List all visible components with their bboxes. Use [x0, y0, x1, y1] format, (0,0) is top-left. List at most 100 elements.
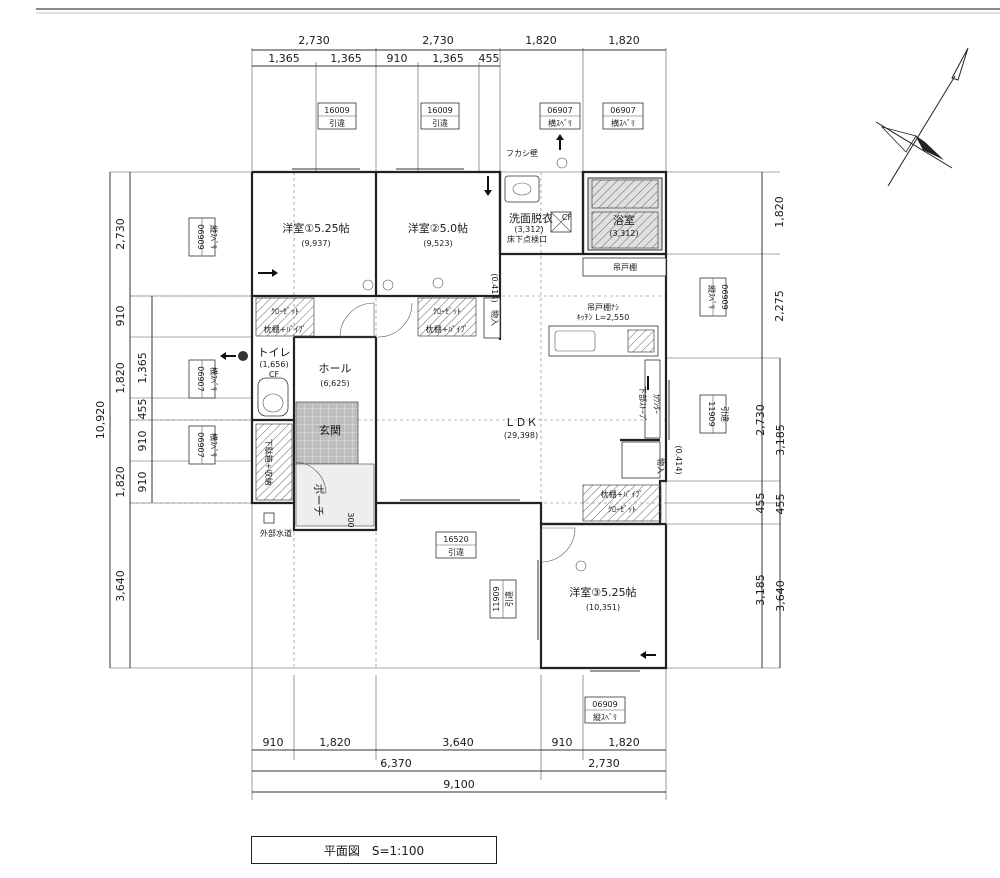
svg-text:06909: 06909	[196, 224, 205, 249]
svg-text:縦ｽﾍﾞﾘ: 縦ｽﾍﾞﾘ	[707, 285, 717, 309]
left-dim-inner2-3: 910	[136, 431, 149, 452]
bottom-dimension-lines	[252, 749, 666, 793]
window-tag-9: 11909 引違	[699, 394, 730, 434]
label-step-height: 300	[346, 512, 355, 527]
bottom-dim-4: 910	[552, 736, 573, 749]
left-dim-inner-2: 1,820	[114, 362, 127, 394]
label-closet3: ｸﾛｰｾﾞｯﾄ	[608, 505, 636, 514]
svg-text:11909: 11909	[492, 586, 501, 611]
room-bedroom1-name: 洋室①5.25帖	[282, 221, 349, 235]
label-kitchen-note: 吊戸棚ﾅｼ	[587, 302, 619, 312]
label-shoe-cabinet: 下駄箱+収納	[264, 439, 274, 486]
room-washroom-name: 洗面脱衣	[509, 211, 553, 225]
room-entrance-name: 玄関	[319, 423, 341, 437]
svg-text:06909: 06909	[592, 700, 617, 709]
smoke-detector-icons	[238, 157, 587, 572]
room-hall-area: (6,625)	[320, 379, 349, 388]
window-tag-3: 06907 横ｽﾍﾞﾘ	[539, 102, 581, 130]
top-dim-row2-4: 1,365	[432, 52, 464, 65]
room-bedroom2-area: (9,523)	[423, 239, 452, 248]
bath-washing-area	[591, 211, 659, 249]
svg-text:06907: 06907	[196, 432, 205, 457]
left-dim-inner2-2: 455	[136, 399, 149, 420]
label-hanging-cabinet: 吊戸棚	[613, 262, 637, 272]
top-dim-3: 1,820	[525, 34, 557, 47]
label-closet3-shelf: 枕棚+ﾊﾟｲﾌﾟ	[601, 489, 644, 499]
svg-text:06907: 06907	[547, 106, 572, 115]
outside-faucet	[263, 512, 275, 524]
right-dim-5: 3,185	[754, 574, 767, 606]
svg-text:06907: 06907	[610, 106, 635, 115]
svg-text:16009: 16009	[324, 106, 349, 115]
window-tag-8: 縦ｽﾍﾞﾘ 06909	[699, 277, 729, 317]
svg-text:11909: 11909	[707, 401, 716, 426]
right-dim-2: 2,275	[773, 290, 786, 322]
top-dim-1: 2,730	[298, 34, 330, 47]
room-washroom-area: (3,312)	[514, 225, 543, 234]
hanging-cabinet	[582, 257, 667, 277]
label-closet2-shelf: 枕棚+ﾊﾟｲﾌﾟ	[426, 324, 469, 334]
right-dim-1: 1,820	[773, 196, 786, 228]
right-dim-outer-1: 3,185	[774, 424, 787, 456]
label-counter: ｶｳﾝﾀｰ	[652, 394, 661, 414]
svg-text:引違: 引違	[720, 406, 730, 422]
room-bedroom3-name: 洋室③5.25帖	[569, 585, 636, 599]
toilet-fixture	[257, 377, 289, 417]
label-outside-water: 外部水道	[260, 528, 292, 538]
bottom-dim-2: 1,820	[319, 736, 351, 749]
room-bath-area: (3,312)	[609, 229, 638, 238]
label-storage2-area: (0.414)	[674, 445, 683, 474]
right-dimension-lines	[761, 172, 781, 668]
svg-text:横ｽﾍﾞﾘ: 横ｽﾍﾞﾘ	[548, 118, 572, 128]
left-dim-inner2-1: 1,365	[136, 352, 149, 384]
shoe-cabinet	[255, 423, 293, 501]
washbasin-bowl	[512, 182, 532, 196]
svg-text:16520: 16520	[443, 535, 468, 544]
top-dim-row2-5: 455	[479, 52, 500, 65]
label-storage1-area: (0.414)	[490, 273, 499, 302]
left-dim-inner-3: 1,820	[114, 466, 127, 498]
room-porch-name: ポーチ	[312, 484, 325, 517]
left-dim-total: 10,920	[94, 401, 107, 440]
window-tag-2: 16009 引違	[420, 102, 460, 130]
room-ldk-name: ＬＤＫ	[505, 416, 538, 429]
room-bedroom2-name: 洋室②5.0帖	[408, 221, 468, 235]
room-toilet-area: (1,656)	[259, 360, 288, 369]
grid-lines	[110, 48, 780, 800]
top-dim-row2-3: 910	[387, 52, 408, 65]
svg-text:引違: 引違	[448, 547, 464, 557]
right-dim-outer-3: 3,640	[774, 580, 787, 612]
room-bedroom1-area: (9,937)	[301, 239, 330, 248]
bottom-dim-1: 910	[263, 736, 284, 749]
room-bath-name: 浴室	[613, 213, 635, 227]
bathtub	[591, 179, 659, 209]
left-dim-outer-3: 3,640	[114, 570, 127, 602]
storage-closet-2	[621, 441, 661, 479]
room-toilet-note: CF	[269, 370, 280, 379]
top-dimension-lines	[252, 49, 666, 67]
window-tag-5: 06909 縦ｽﾍﾞﾘ	[188, 217, 219, 257]
label-storage2: 物入	[656, 458, 666, 474]
window-tag-12: 06909 縦ｽﾍﾞﾘ	[584, 696, 626, 724]
room-washroom-hatch: 床下点検口	[507, 234, 547, 244]
vent-arrows	[220, 134, 656, 659]
window-tag-11: 11909 引違	[489, 579, 517, 619]
label-closet2: ｸﾛｰｾﾞｯﾄ	[433, 307, 461, 316]
room-toilet-name: トイレ	[258, 346, 291, 359]
kitchen-sink	[554, 330, 596, 352]
entrance-floor	[295, 401, 359, 465]
left-dim-inner2-4: 910	[136, 472, 149, 493]
label-closet1-shelf: 枕棚+ﾊﾟｲﾌﾟ	[264, 324, 307, 334]
washbasin	[504, 175, 540, 203]
kitchen-stove	[627, 329, 655, 353]
room-hall-name: ホール	[319, 362, 352, 375]
closet-bedroom1	[255, 297, 315, 337]
window-marks	[292, 168, 670, 672]
label-stairs-stove: 下部ｽﾄｰﾌﾞ	[638, 386, 648, 422]
svg-text:06909: 06909	[720, 284, 729, 309]
right-dim-3: 2,730	[754, 404, 767, 436]
label-fukashi-wall: フカシ壁	[506, 148, 538, 158]
top-dim-4: 1,820	[608, 34, 640, 47]
window-tag-10: 16520 引違	[435, 531, 477, 559]
